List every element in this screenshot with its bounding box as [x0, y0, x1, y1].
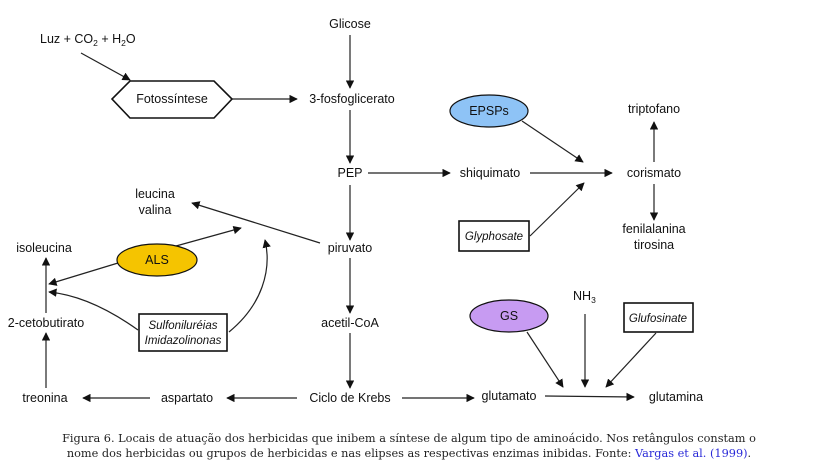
enzyme-als-ellipse — [116, 243, 198, 277]
node-triptofano: triptofano — [628, 102, 680, 116]
node-glutamina: glutamina — [649, 390, 703, 404]
node-corismato: corismato — [627, 166, 681, 180]
edge-piruvato-leucina — [191, 201, 321, 244]
node-aspartato: aspartato — [161, 391, 213, 405]
edge-sulfonilureias-leucina-path — [228, 239, 271, 333]
edge-epsps-inhibition — [521, 120, 584, 163]
edge-als-leucina-path — [175, 225, 242, 247]
node-acetil-coa: acetil-CoA — [321, 316, 379, 330]
node-leucina: leucina — [135, 187, 175, 201]
herbicide-glyphosate: Glyphosate — [465, 231, 523, 243]
node-fenilalanina: fenilalanina — [622, 222, 685, 236]
enzyme-epsps-ellipse — [449, 94, 529, 128]
herbicide-sulfonilureias-box — [138, 313, 228, 352]
node-glicose: Glicose — [329, 17, 371, 31]
node-luz-co2-h2o: Luz + CO2 + H2O — [40, 32, 136, 48]
enzyme-gs-ellipse — [469, 299, 549, 333]
caption-end: . — [747, 447, 752, 460]
node-piruvato: piruvato — [328, 241, 373, 255]
node-isoleucina: isoleucina — [16, 241, 72, 255]
herbicide-glufosinate-box — [623, 302, 694, 333]
node-glutamato: glutamato — [482, 389, 537, 403]
edge-sulfonilureias-isoleucina-path — [48, 288, 139, 331]
herbicide-glufosinate: Glufosinate — [629, 313, 687, 325]
herbicide-glyphosate-box — [458, 220, 530, 252]
edge-luz-fotossintese — [80, 52, 131, 81]
edge-glutamato-glutamina — [544, 392, 635, 402]
caption-text: nome dos herbicidas ou grupos de herbici… — [66, 447, 636, 460]
node-treonina: treonina — [22, 391, 67, 405]
enzyme-als-label: ALS — [145, 253, 169, 267]
enzyme-epsps-label: EPSPs — [469, 104, 509, 118]
node-ciclo-de-krebs: Ciclo de Krebs — [309, 391, 390, 405]
node-3-fosfoglicerato: 3-fosfoglicerato — [309, 92, 395, 106]
herbicide-pathway-diagram: Fotossíntese EPSPs ALS GS Glyphosate Sul… — [8, 17, 703, 405]
caption-line-2: nome dos herbicidas ou grupos de herbici… — [20, 446, 798, 461]
enzyme-gs-label: GS — [500, 309, 518, 323]
node-nh3: NH3 — [573, 289, 596, 305]
edge-glufosinate-inhibition — [605, 332, 657, 388]
figure-caption: Figura 6. Locais de atuação dos herbicid… — [20, 431, 798, 461]
edge-glyphosate-inhibition — [529, 182, 585, 237]
node-shiquimato: shiquimato — [460, 166, 520, 180]
edge-gs-inhibition — [526, 331, 564, 388]
node-pep: PEP — [337, 166, 362, 180]
edges — [41, 35, 659, 403]
node-fotossintese: Fotossíntese — [136, 92, 208, 106]
citation-link[interactable]: Vargas et al. (1999) — [635, 447, 748, 460]
node-valina: valina — [139, 203, 172, 217]
edge-als-isoleucina-path — [48, 262, 119, 286]
caption-line-1: Figura 6. Locais de atuação dos herbicid… — [62, 432, 756, 445]
herbicide-sulfonilureias: Sulfoniluréias — [148, 320, 217, 332]
herbicide-imidazolinonas: Imidazolinonas — [145, 335, 222, 347]
node-2-cetobutirato: 2-cetobutirato — [8, 316, 84, 330]
node-tirosina: tirosina — [634, 238, 674, 252]
fotossintese-hexagon — [110, 80, 234, 119]
